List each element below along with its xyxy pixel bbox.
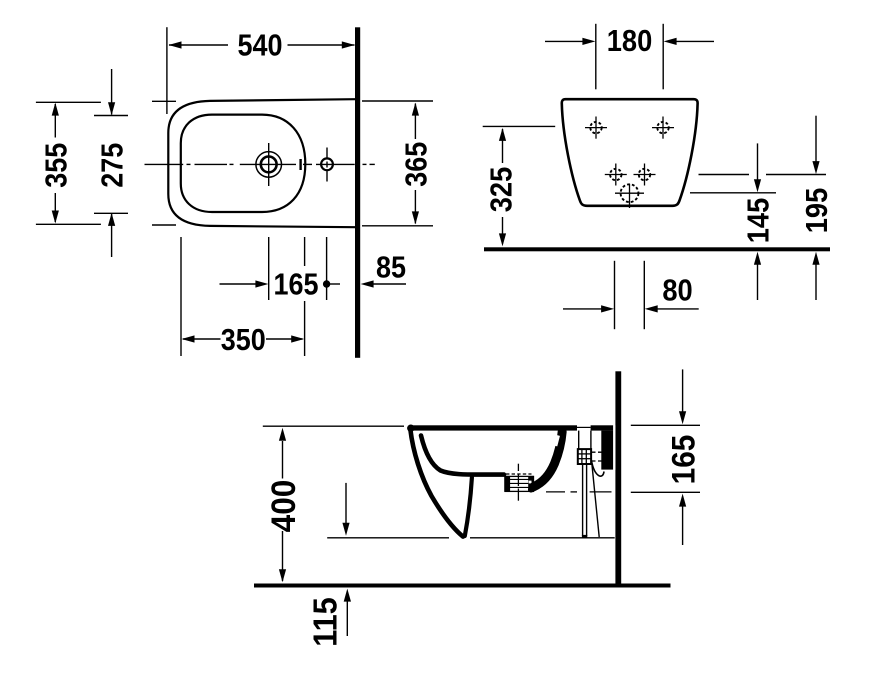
- svg-text:365: 365: [400, 142, 434, 187]
- svg-text:80: 80: [662, 274, 692, 308]
- svg-text:355: 355: [40, 143, 74, 188]
- svg-text:195: 195: [801, 188, 835, 234]
- svg-text:145: 145: [742, 198, 776, 244]
- svg-text:165: 165: [274, 268, 319, 302]
- svg-text:115: 115: [306, 597, 343, 647]
- svg-text:85: 85: [376, 251, 406, 285]
- svg-text:350: 350: [221, 323, 266, 357]
- svg-text:275: 275: [96, 143, 130, 188]
- svg-text:165: 165: [666, 435, 702, 485]
- svg-text:540: 540: [238, 29, 283, 63]
- svg-text:325: 325: [485, 167, 519, 213]
- svg-text:400: 400: [264, 480, 302, 533]
- svg-text:180: 180: [607, 24, 653, 58]
